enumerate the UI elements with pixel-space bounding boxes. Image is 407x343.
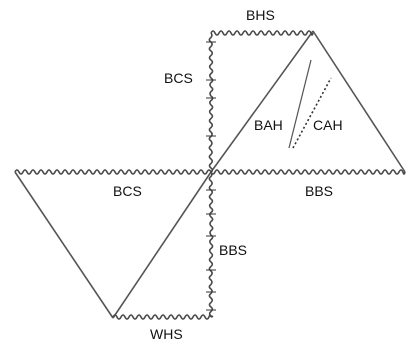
label-cah: CAH [313,117,343,133]
label-bhs: BHS [246,7,275,23]
bottom-wavy-boundary [112,314,212,320]
bah-solid-line [288,59,312,149]
upper-triangle-right-edge [312,30,406,173]
vertical-axis-ticks [206,41,216,311]
label-bah: BAH [254,117,283,133]
label-bcs-left: BCS [113,183,142,199]
label-bbs-lower: BBS [219,242,247,258]
upper-vertical-wavy-axis [208,32,214,173]
cah-dotted-line [292,77,332,149]
lower-vertical-wavy-axis [208,171,214,318]
label-bbs-right: BBS [305,183,333,199]
upper-triangle-left-edge [210,30,314,173]
label-whs: WHS [150,326,183,342]
top-wavy-boundary [210,30,314,36]
lower-triangle-left-edge [14,171,114,319]
label-bcs-upper: BCS [164,70,193,86]
lower-triangle-right-edge [112,171,212,319]
